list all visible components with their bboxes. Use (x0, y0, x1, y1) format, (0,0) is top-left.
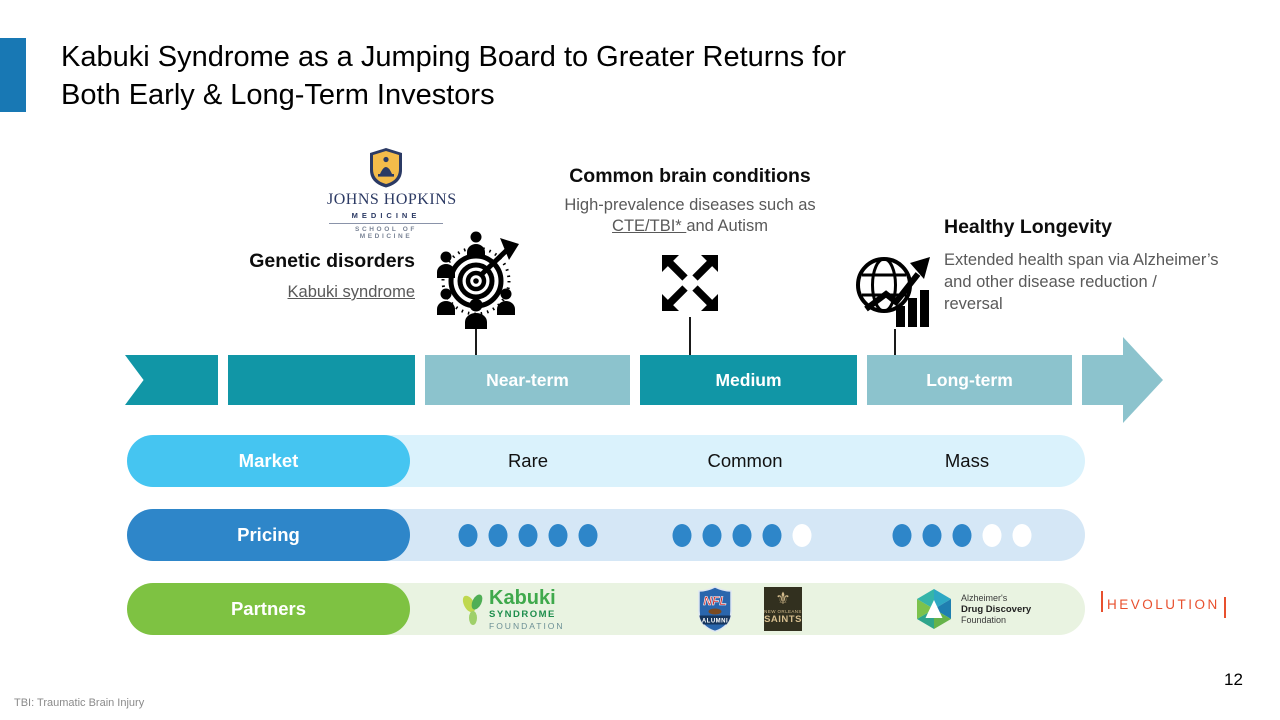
johns-hopkins-shield-icon (370, 148, 402, 188)
expand-arrows-icon (662, 255, 718, 311)
pricing-dot-filled (892, 523, 912, 547)
genetic-disorders-heading: Genetic disorders (249, 250, 415, 272)
addf-line-2: Drug Discovery (961, 603, 1032, 615)
addf-line-3: Foundation (961, 614, 1007, 625)
nfl-alumni-text: ALUMNI (702, 619, 728, 625)
pricing-row-label: Pricing (127, 509, 410, 561)
hevolution-text: HEVOLUTION (1107, 597, 1220, 612)
page-title: Kabuki Syndrome as a Jumping Board to Gr… (61, 38, 846, 114)
kabuki-leaf-icon (462, 594, 483, 625)
globe-growth-icon (856, 257, 930, 327)
johns-hopkins-name: JOHNS HOPKINS (327, 191, 457, 208)
title-line-2: Both Early & Long-Term Investors (61, 79, 495, 111)
pricing-dot-filled (702, 523, 722, 547)
hevolution-right-bar (1223, 597, 1226, 618)
pricing-dot-filled (548, 523, 568, 547)
addf-hexagon-icon (917, 589, 951, 629)
johns-hopkins-logo: JOHNS HOPKINS MEDICINE SCHOOL OF MEDICIN… (327, 147, 457, 240)
cte-tbi-underlined-text: CTE/TBI* (612, 217, 687, 235)
pricing-dot-filled (458, 523, 478, 547)
timeline-arrow-body (1082, 355, 1123, 405)
nfl-alumni-logo: NFL ALUMNI (698, 586, 732, 632)
market-row-label: Market (127, 435, 410, 487)
addf-line-1: Alzheimer's (961, 592, 1008, 603)
market-value-mass: Mass (944, 450, 990, 471)
common-sub-suffix: and Autism (686, 217, 768, 235)
pricing-dot-filled (518, 523, 538, 547)
timeline-arrow-head-icon (1123, 337, 1163, 423)
healthy-longevity-subtext: Extended health span via Alzheimer’s and… (944, 251, 1219, 313)
johns-hopkins-school-label: SCHOOL OF MEDICINE (355, 226, 417, 240)
healthy-longevity-heading: Healthy Longevity (944, 216, 1112, 238)
timeline-segment-medium: Medium (640, 355, 857, 405)
pricing-dot-filled (762, 523, 782, 547)
alzheimers-drug-discovery-foundation-logo: Alzheimer's Drug Discovery Foundation (915, 588, 1031, 630)
kabuki-logo-name: Kabuki (489, 587, 556, 609)
target-audience-icon (437, 231, 519, 329)
pricing-dot-filled (732, 523, 752, 547)
connector-medium (689, 317, 691, 355)
market-row: Market Rare Common Mass (127, 435, 1085, 487)
pricing-dot-filled (672, 523, 692, 547)
pricing-row: Pricing (127, 509, 1085, 561)
column-genetic-disorders: Genetic disorders Kabuki syndrome (249, 250, 415, 302)
nfl-logo-text: NFL (703, 594, 726, 608)
johns-hopkins-divider (329, 223, 443, 224)
kabuki-logo-syndrome: SYNDROME (489, 609, 556, 620)
saints-name-text: SAINTS (764, 614, 802, 625)
title-line-1: Kabuki Syndrome as a Jumping Board to Gr… (61, 41, 846, 73)
pricing-dot-filled (488, 523, 508, 547)
johns-hopkins-medicine-label: MEDICINE (351, 211, 421, 220)
common-sub-prefix: High-prevalence diseases such as (564, 196, 816, 214)
partners-row-label: Partners (127, 583, 410, 635)
pricing-dots-common (672, 509, 812, 561)
partners-row: Partners Kabuki SYNDROME FOUNDATION NFL (127, 583, 1085, 635)
pricing-dot-empty (792, 523, 812, 547)
hevolution-left-bar (1101, 591, 1103, 612)
saints-city-text: NEW ORLEANS (764, 609, 802, 614)
pricing-dot-filled (922, 523, 942, 547)
kabuki-logo-foundation: FOUNDATION (489, 620, 565, 631)
kabuki-syndrome-link[interactable]: Kabuki syndrome (287, 283, 415, 301)
fleur-de-lis-icon: ⚜ (775, 589, 791, 608)
nfl-shield-icon: NFL ALUMNI (698, 586, 732, 632)
new-orleans-saints-logo: ⚜ NEW ORLEANS SAINTS (764, 587, 802, 631)
column-common-brain-conditions: Common brain conditions High-prevalence … (535, 165, 845, 237)
timeline-segment-start (125, 355, 218, 405)
timeline-segment-near-term: Near-term (425, 355, 630, 405)
common-brain-conditions-subtext: High-prevalence diseases such as CTE/TBI… (535, 195, 845, 237)
pricing-dot-filled (578, 523, 598, 547)
timeline-segment-2 (228, 355, 415, 405)
pricing-dots-rare (458, 509, 598, 561)
market-value-common: Common (707, 450, 783, 471)
market-value-rare: Rare (507, 450, 549, 471)
connector-near-term (475, 329, 477, 355)
kabuki-syndrome-foundation-logo: Kabuki SYNDROME FOUNDATION (460, 588, 565, 630)
title-accent-bar (0, 38, 26, 112)
pricing-dot-empty (982, 523, 1002, 547)
column-healthy-longevity: Healthy Longevity Extended health span v… (944, 216, 1234, 315)
pricing-dot-empty (1012, 523, 1032, 547)
timeline-segment-long-term: Long-term (867, 355, 1072, 405)
footnote: TBI: Traumatic Brain Injury (14, 697, 145, 709)
pricing-dots-mass (892, 509, 1032, 561)
page-number: 12 (1224, 670, 1243, 689)
hevolution-logo: HEVOLUTION (1101, 591, 1226, 618)
common-brain-conditions-heading: Common brain conditions (569, 165, 811, 187)
pricing-dot-filled (952, 523, 972, 547)
connector-long-term (894, 329, 896, 355)
